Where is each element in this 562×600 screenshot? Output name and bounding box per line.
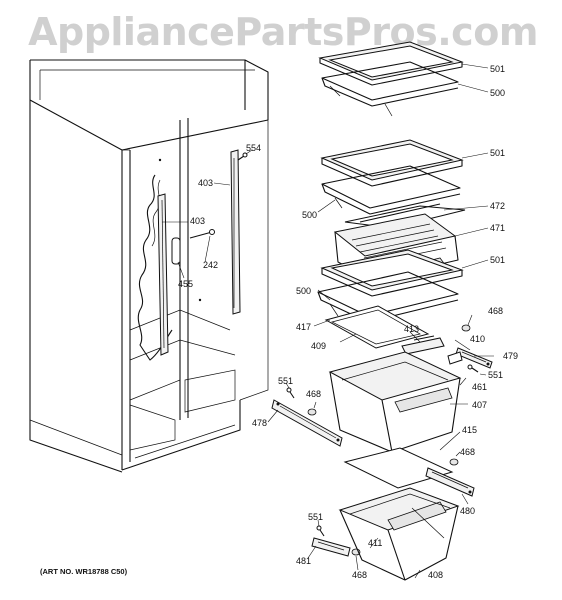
glass-shelf-409 xyxy=(324,305,430,349)
callout-455: 455 xyxy=(178,279,194,289)
callout-501: 501 xyxy=(490,255,506,265)
screw-551-a xyxy=(467,364,479,373)
slide-rail-481 xyxy=(311,537,351,557)
thermistor-455 xyxy=(171,237,181,265)
callout-413: 413 xyxy=(404,324,420,334)
crisper-pan-407 xyxy=(328,351,462,453)
callout-501: 501 xyxy=(490,64,506,74)
callout-551: 551 xyxy=(278,376,294,386)
callout-468: 468 xyxy=(306,389,322,399)
glass-cover-415 xyxy=(343,447,454,489)
callout-481: 481 xyxy=(296,556,312,566)
callout-461: 461 xyxy=(472,382,488,392)
callout-480: 480 xyxy=(460,506,476,516)
screw-551-c xyxy=(316,525,325,537)
callout-551: 551 xyxy=(308,512,324,522)
callout-415: 415 xyxy=(462,425,478,435)
callout-468: 468 xyxy=(352,570,368,580)
callout-471: 471 xyxy=(490,223,506,233)
slide-rail-480 xyxy=(425,467,475,497)
callout-468: 468 xyxy=(460,447,476,457)
shelf-501-top xyxy=(318,41,464,86)
slide-rail-479 xyxy=(455,347,493,369)
callout-409: 409 xyxy=(311,341,327,351)
shelf-frame-500-lower xyxy=(317,271,459,323)
callout-407: 407 xyxy=(472,400,488,410)
freshness-pan-408 xyxy=(338,487,460,581)
callout-417: 417 xyxy=(296,322,312,332)
callout-410: 410 xyxy=(470,334,486,344)
watermark-logo: AppliancePartsPros.com xyxy=(28,10,538,54)
callout-479: 479 xyxy=(503,351,519,361)
shelf-frame-500-top xyxy=(321,61,459,117)
shelf-rail-403-left xyxy=(157,193,169,356)
bumper-468-b xyxy=(307,408,317,416)
shelf-rail-403-right xyxy=(230,149,241,315)
cabinet-liner xyxy=(29,59,269,473)
bumper-468-a xyxy=(461,324,471,332)
shelf-501-middle xyxy=(320,139,464,187)
bumper-468-c xyxy=(449,458,459,466)
callout-500: 500 xyxy=(296,286,312,296)
screw-554 xyxy=(237,152,248,161)
callout-472: 472 xyxy=(490,201,506,211)
callout-468: 468 xyxy=(488,306,504,316)
callout-403: 403 xyxy=(190,216,206,226)
clip-461 xyxy=(447,351,463,365)
shelf-frame-500-middle xyxy=(321,165,461,215)
callout-500: 500 xyxy=(302,210,318,220)
callout-500: 500 xyxy=(490,88,506,98)
art-number: (ART NO. WR18788 C50) xyxy=(40,567,128,576)
callout-408: 408 xyxy=(428,570,444,580)
screw-551-b xyxy=(286,387,295,399)
callout-478: 478 xyxy=(252,418,268,428)
pin-242 xyxy=(189,229,215,239)
callout-551: 551 xyxy=(488,370,504,380)
slide-rail-478 xyxy=(271,399,343,447)
callout-403: 403 xyxy=(198,178,214,188)
leader-lines xyxy=(162,63,494,579)
callout-501: 501 xyxy=(490,148,506,158)
callout-242: 242 xyxy=(203,260,219,270)
callout-554: 554 xyxy=(246,143,262,153)
callout-411: 411 xyxy=(368,538,383,548)
shelf-501-lower xyxy=(320,249,464,297)
